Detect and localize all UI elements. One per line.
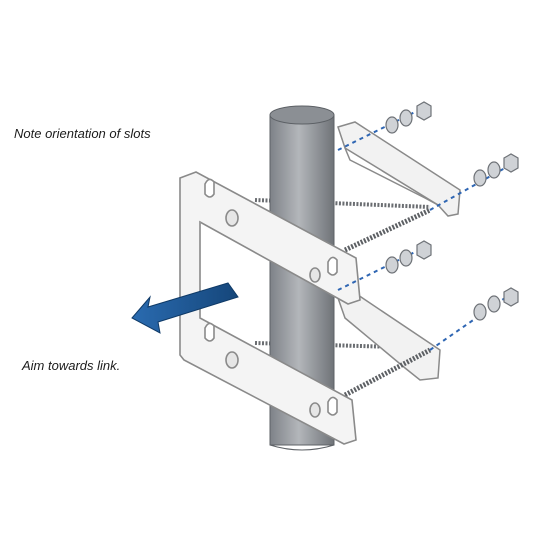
nut-icon [503,287,519,307]
hardware-set-bottom-right [473,287,519,321]
washer-icon [487,295,501,313]
washer-icon [487,161,501,179]
back-v-bracket-lower [337,292,441,381]
threaded-rods-front [343,207,432,398]
washer-icon [385,256,399,274]
slots-note: Note orientation of slots [14,126,151,141]
hardware-set-top-left [385,101,432,134]
nut-icon [503,153,519,173]
nut-icon [416,240,432,260]
arrow-icon [131,282,239,334]
washer-icon [399,249,413,267]
nut-icon [416,101,432,121]
hardware-set-top-right [473,153,519,187]
aim-note: Aim towards link. [22,358,121,373]
washer-icon [473,303,487,321]
washer-icon [385,116,399,134]
guide-lines [337,111,506,351]
washer-icon [473,169,487,187]
washer-icon [399,109,413,127]
back-v-bracket-upper [337,121,461,217]
front-bracket [179,171,361,445]
hardware-set-bottom-left [385,240,432,274]
